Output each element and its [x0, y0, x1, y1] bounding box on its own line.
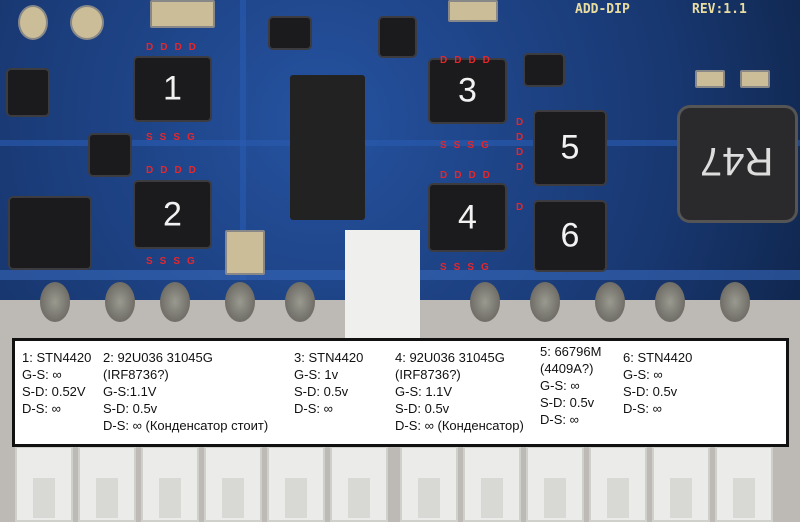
chip-number: 1	[163, 69, 182, 108]
transistor	[380, 18, 415, 56]
mosfet-2: 2	[135, 182, 210, 247]
capacitor	[18, 5, 48, 40]
note-line: 1: STN4420	[22, 350, 92, 365]
solder-pad	[530, 282, 560, 322]
pin-labels-source-gate: SSSG	[440, 262, 496, 273]
solder-pad	[225, 282, 255, 322]
pin-labels-drain: DDDD	[440, 170, 497, 181]
pin-labels-source-gate: SSSG	[146, 132, 202, 143]
transistor	[270, 18, 310, 48]
controller-ic	[290, 75, 365, 220]
note-line: G-S: ∞	[22, 367, 62, 382]
connector-pin	[400, 446, 458, 522]
chip-number: 5	[560, 128, 580, 167]
note-chip-6: 6: STN4420 G-S: ∞ S-D: 0.5v D-S: ∞	[623, 349, 692, 417]
connector-pin	[15, 446, 73, 522]
connector-pin	[589, 446, 647, 522]
pin-labels-drain: DDDD	[146, 42, 203, 53]
note-line: D-S: ∞	[294, 401, 333, 416]
note-line: G-S: ∞	[540, 378, 580, 393]
note-line: S-D: 0.5v	[540, 395, 595, 410]
pin-labels-drain: DDDD	[146, 165, 203, 176]
connector-pin	[652, 446, 710, 522]
connector-pin	[715, 446, 773, 522]
mosfet-6: 6	[535, 202, 605, 270]
note-line: D-S: ∞ (Конденсатор стоит)	[103, 418, 269, 433]
pin-labels-drain: D	[516, 202, 524, 213]
note-line: S-D: 0.5v	[103, 401, 158, 416]
connector-pin	[141, 446, 199, 522]
note-line: 2: 92U036 31045G	[103, 350, 213, 365]
pin-labels-drain: DDDD	[440, 55, 497, 66]
capacitor	[150, 0, 215, 28]
measurement-notes: 1: STN4420 G-S: ∞ S-D: 0.52V D-S: ∞ 2: 9…	[12, 338, 789, 447]
capacitor	[70, 5, 104, 40]
note-chip-2: 2: 92U036 31045G (IRF8736?) G-S:1.1V S-D…	[103, 349, 268, 434]
note-line: 5: 66796M	[540, 344, 602, 359]
note-line: S-D: 0.5v	[623, 384, 678, 399]
silkscreen-label: ADD-DIP	[575, 2, 630, 17]
note-line: G-S:1.1V	[103, 384, 157, 399]
pin-labels-source-gate: SSSG	[146, 256, 202, 267]
note-line: D-S: ∞	[540, 412, 579, 427]
note-line: G-S: 1.1V	[395, 384, 453, 399]
mosfet-4: 4	[430, 185, 505, 250]
capacitor	[448, 0, 498, 22]
capacitor	[695, 70, 725, 88]
solder-pad	[40, 282, 70, 322]
resistor-array	[225, 230, 265, 275]
trace	[0, 140, 800, 146]
connector-pin	[78, 446, 136, 522]
note-chip-1: 1: STN4420 G-S: ∞ S-D: 0.52V D-S: ∞	[22, 349, 91, 417]
ic-chip	[10, 198, 90, 268]
note-line: (IRF8736?)	[395, 367, 461, 382]
chip-number: 3	[458, 71, 477, 110]
note-line: G-S: 1v	[294, 367, 339, 382]
connector-pin	[463, 446, 521, 522]
note-line: D-S: ∞	[623, 401, 662, 416]
solder-pad	[595, 282, 625, 322]
note-line: S-D: 0.52V	[22, 384, 86, 399]
note-line: D-S: ∞ (Конденсатор)	[395, 418, 524, 433]
solder-pad	[160, 282, 190, 322]
chip-number: 4	[458, 198, 477, 236]
solder-pad	[655, 282, 685, 322]
note-chip-5: 5: 66796M (4409A?) G-S: ∞ S-D: 0.5v D-S:…	[540, 343, 601, 428]
trace	[240, 0, 246, 280]
solder-pad	[720, 282, 750, 322]
inductor: R47	[680, 108, 795, 220]
pin-labels-drain: DDDD	[516, 117, 524, 173]
note-line: 3: STN4420	[294, 350, 364, 365]
solder-pad	[105, 282, 135, 322]
connector-pin	[330, 446, 388, 522]
inductor-label: R47	[700, 139, 774, 183]
connector-latch	[345, 230, 420, 340]
note-chip-3: 3: STN4420 G-S: 1v S-D: 0.5v D-S: ∞	[294, 349, 363, 417]
pin-labels-source-gate: SSSG	[440, 140, 496, 151]
note-chip-4: 4: 92U036 31045G (IRF8736?) G-S: 1.1V S-…	[395, 349, 524, 434]
connector-pin	[267, 446, 325, 522]
note-line: S-D: 0.5v	[395, 401, 450, 416]
chip-number: 6	[560, 216, 580, 255]
note-line: G-S: ∞	[623, 367, 663, 382]
solder-pad	[470, 282, 500, 322]
connector-pin	[204, 446, 262, 522]
note-line: (4409A?)	[540, 361, 594, 376]
mosfet-5: 5	[535, 112, 605, 184]
note-line: 6: STN4420	[623, 350, 693, 365]
mosfet-3: 3	[430, 60, 505, 122]
note-line: 4: 92U036 31045G	[395, 350, 505, 365]
connector-pin	[526, 446, 584, 522]
mosfet-1: 1	[135, 58, 210, 120]
silkscreen-revision: REV:1.1	[692, 2, 747, 17]
transistor	[90, 135, 130, 175]
capacitor	[740, 70, 770, 88]
transistor	[525, 55, 563, 85]
note-line: S-D: 0.5v	[294, 384, 349, 399]
note-line: (IRF8736?)	[103, 367, 169, 382]
solder-pad	[285, 282, 315, 322]
chip-number: 2	[163, 195, 182, 233]
transistor	[8, 70, 48, 115]
note-line: D-S: ∞	[22, 401, 61, 416]
